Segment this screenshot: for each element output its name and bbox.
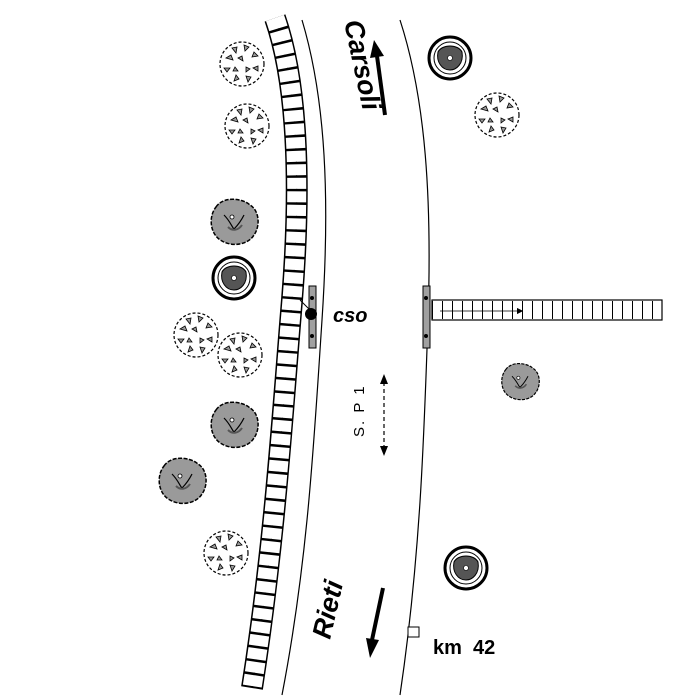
tree-bush [224,103,270,149]
south-destination-label: Rieti [307,577,350,641]
tree-bush [217,332,263,378]
kilometre-post [407,626,420,638]
tree-blob [158,457,208,505]
tree-bush [219,41,265,87]
tree-blob [500,362,541,401]
left-hedge [241,14,308,690]
road-edge-east [399,19,430,696]
right-hedge [431,299,663,321]
tree-blob [210,401,260,449]
tree-bush [203,530,249,576]
point-label: cso [333,305,367,327]
direction-arrow-north [370,40,387,116]
tree-round [211,255,257,301]
kilometre-label: km 42 [433,637,495,659]
roadside-post-east [422,285,431,349]
road-name-label: S. P 1 [351,384,368,437]
tree-bush [474,92,520,138]
tree-round [443,545,489,591]
road-edge-west [281,19,327,696]
tree-blob [210,198,260,246]
tree-bush [173,312,219,358]
point-marker [305,308,317,320]
two-way-arrow [380,374,388,456]
tree-round [427,35,473,81]
direction-arrow-south [366,587,385,658]
